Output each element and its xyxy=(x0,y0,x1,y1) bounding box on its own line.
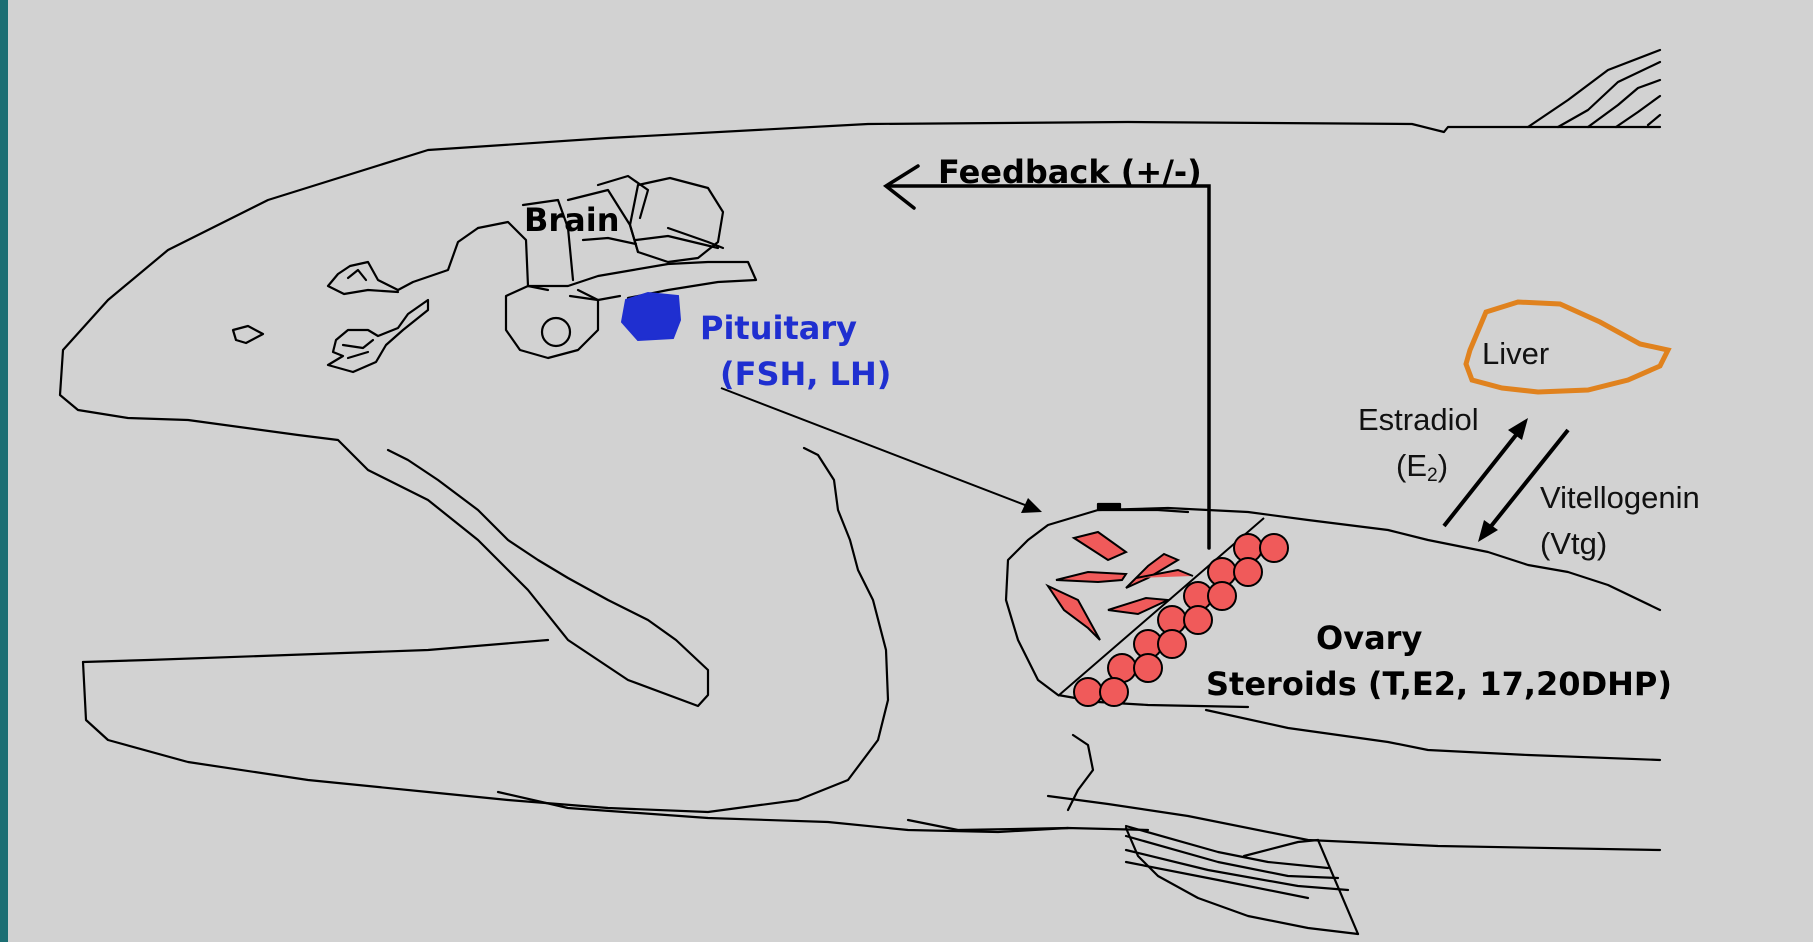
e2-close: ) xyxy=(1438,448,1448,483)
e2-open: (E xyxy=(1396,448,1427,483)
pituitary-hormones-label: (FSH, LH) xyxy=(720,358,891,390)
liver-label: Liver xyxy=(1482,338,1549,369)
pituitary-label: Pituitary xyxy=(700,312,857,344)
brain-label: Brain xyxy=(524,204,620,236)
fish-diagram xyxy=(8,0,1813,942)
estradiol-label: Estradiol xyxy=(1358,404,1479,435)
pituitary-ovary-arrow xyxy=(721,388,1042,513)
steroids-label: Steroids (T,E2, 17,20DHP) xyxy=(1206,668,1672,700)
pelvic-fin xyxy=(1126,826,1328,868)
e2-label: (E2) xyxy=(1396,450,1448,485)
diagram-canvas: Brain Feedback (+/-) Pituitary (FSH, LH)… xyxy=(8,0,1813,942)
nostril xyxy=(233,326,263,343)
vitellogenin-label: Vitellogenin xyxy=(1540,482,1700,513)
pituitary-gland xyxy=(622,293,680,340)
tail-fin xyxy=(1528,50,1660,127)
vtg-label: (Vtg) xyxy=(1540,528,1607,559)
belly-outline xyxy=(498,792,1068,832)
ovary-label: Ovary xyxy=(1316,622,1422,654)
feedback-label: Feedback (+/-) xyxy=(938,156,1202,188)
feedback-arrow xyxy=(886,166,1209,548)
lower-jaw-outline xyxy=(83,448,888,812)
e2-subscript: 2 xyxy=(1427,465,1438,486)
